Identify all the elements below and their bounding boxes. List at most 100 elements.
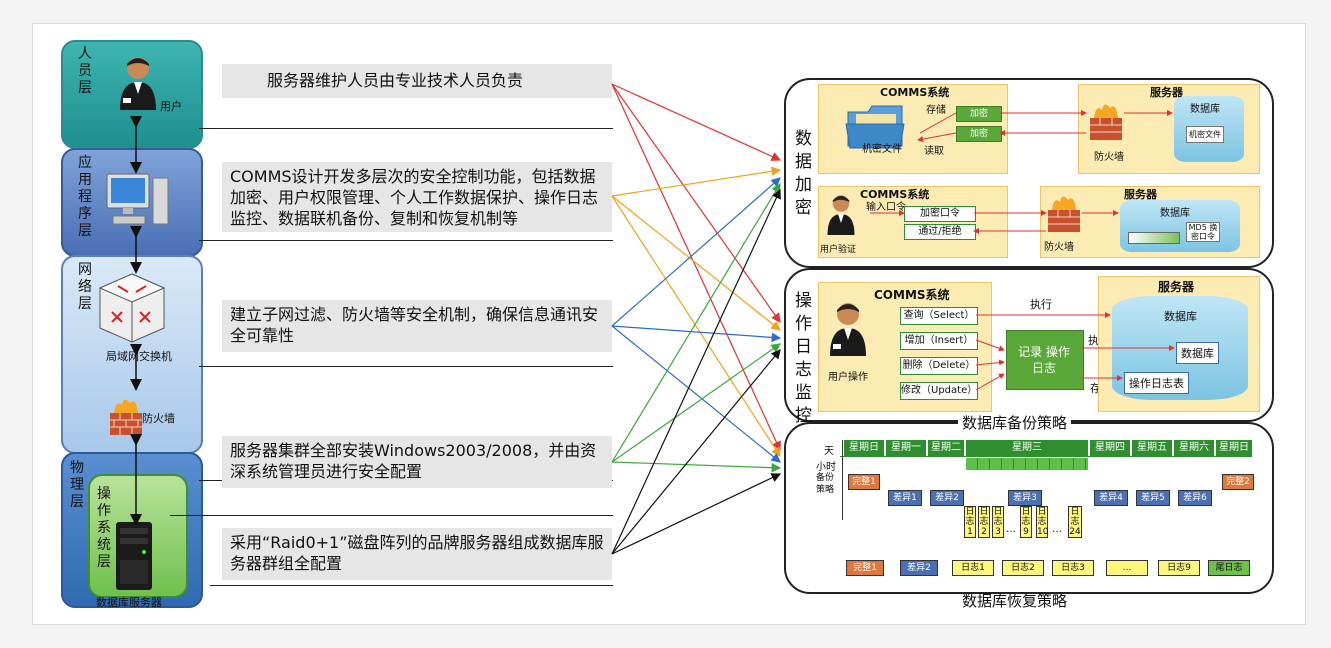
rec-log2: 日志2 [1002,560,1044,576]
enc-bottom-pass: 通过/拒绝 [904,224,976,240]
line-application [199,240,613,241]
server-icon [114,520,154,592]
log24-cell: 日志24 [1068,506,1082,538]
mon-log-table: 操作日志表 [1124,372,1189,394]
mon-op-insert: 增加（Insert） [900,332,978,350]
rec-diff2: 差异2 [900,560,938,576]
row-hour: 小时 [816,462,836,473]
application-layer-title: 应用程序层 [78,155,92,239]
diff3-cell: 差异3 [1008,490,1042,506]
day-mon: 星期一 [886,440,926,456]
enc-bottom-bar [1128,232,1180,244]
enc-top-encrypt1: 加密 [956,106,1002,122]
desc-network: 建立子网过滤、防火墙等安全机制，确保信息通讯安全可靠性 [222,300,612,352]
network-layer-title: 网络层 [78,262,92,312]
log-ellipsis1: … [1006,524,1016,535]
day-sun2: 星期日 [1216,440,1252,456]
computer-icon [105,172,170,230]
enc-bottom-firewall: 防火墙 [1044,242,1074,253]
physical-layer-title: 物理层 [70,460,84,510]
log3-cell: 日志3 [992,506,1004,538]
day-fri: 星期五 [1132,440,1172,456]
enc-bottom-system: COMMS系统 [860,188,930,201]
rec-ellipsis: … [1106,560,1148,576]
log9-cell: 日志9 [1020,506,1032,538]
mon-log-box [1006,330,1084,390]
enc-bottom-user: 用户验证 [820,245,857,255]
rec-log1: 日志1 [952,560,994,576]
firewall-label-left: 防火墙 [142,412,175,425]
mon-db-item: 数据库 [1176,342,1219,364]
full2-cell: 完整2 [1222,474,1254,490]
table-vdivider [842,440,843,520]
line-bottom [210,585,613,586]
hour-bar [966,458,1088,470]
firewall-icon-enc1 [1088,100,1124,140]
enc-top-db-label: 数据库 [1190,104,1220,115]
log10-cell: 日志10 [1036,506,1049,538]
enc-top-db-file: 机密文件 [1186,126,1224,143]
rec-full1: 完整1 [846,560,884,576]
diff1-cell: 差异1 [888,490,922,506]
mon-user: 用户操作 [828,372,868,383]
day-sat: 星期六 [1174,440,1214,456]
firewall-icon-left [108,395,144,435]
backup-table: 天 小时 备份策略 星期日 星期一 星期二 星期三 星期四 星期五 星期六 星期… [800,440,1254,560]
recovery-title: 数据库恢复策略 [962,592,1068,610]
backup-title: 数据库备份策略 [958,412,1072,433]
rec-tail-log: 尾日志 [1208,560,1250,576]
day-thu: 星期四 [1090,440,1130,456]
desc-application: COMMS设计开发多层次的安全控制功能，包括数据加密、用户权限管理、个人工作数据… [222,162,612,232]
log1-cell: 日志1 [964,506,976,538]
line-network [199,366,613,367]
row-policy: 备份策略 [816,473,835,495]
mon-db-label: 数据库 [1164,310,1197,323]
enc-top-server: 服务器 [1150,86,1183,99]
enc-bottom-server: 服务器 [1124,188,1157,201]
enc-top-firewall: 防火墙 [1094,152,1124,163]
enc-top-read: 读取 [924,146,944,157]
day-sun: 星期日 [844,440,884,456]
diff2-cell: 差异2 [930,490,964,506]
line-os [170,515,613,516]
desc-personnel: 服务器维护人员由专业技术人员负责 [222,64,612,98]
full1-cell: 完整1 [848,474,880,490]
day-wed: 星期三 [966,440,1088,456]
firewall-icon-enc2 [1046,192,1082,232]
enc-bottom-db-label: 数据库 [1160,208,1190,219]
os-layer-title: 操作系统层 [97,486,111,570]
diff5-cell: 差异5 [1136,490,1170,506]
table-divider [840,456,1252,457]
folder-icon [844,100,906,150]
mon-system: COMMS系统 [874,288,950,302]
enc-bottom-md5: MD5 换密口令 [1186,222,1220,242]
left-arrows [130,116,142,526]
day-tue: 星期二 [928,440,964,456]
enc-bottom-input: 输入口令 [866,202,906,213]
mon-user-icon [828,300,868,356]
diff4-cell: 差异4 [1094,490,1128,506]
rec-log9: 日志9 [1158,560,1200,576]
line-personnel [199,128,613,129]
monitoring-title: 操作日志监控 [795,291,812,426]
mon-exec1: 执行 [1030,298,1052,311]
switch-icon [98,272,166,344]
enc-top-store: 存储 [926,105,946,116]
row-day: 天 [824,446,834,457]
mon-server: 服务器 [1158,280,1195,294]
enc-top-system: COMMS系统 [880,86,950,99]
personnel-layer-title: 人员层 [78,46,92,96]
diff6-cell: 差异6 [1178,490,1212,506]
user-icon [118,54,158,110]
user-label: 用户 [160,100,182,113]
recovery-row: 完整1 差异2 日志1 日志2 日志3 … 日志9 尾日志 [840,560,1260,580]
user-verify-icon [826,192,856,236]
enc-top-file: 机密文件 [862,144,902,155]
log-ellipsis2: … [1052,524,1062,535]
desc-os: 采用“Raid0+1”磁盘阵列的品牌服务器组成数据库服务器群组全配置 [222,528,612,580]
mon-op-update: 修改（Update） [900,382,978,400]
rec-log3: 日志3 [1052,560,1094,576]
mon-op-select: 查询（Select） [900,307,978,325]
